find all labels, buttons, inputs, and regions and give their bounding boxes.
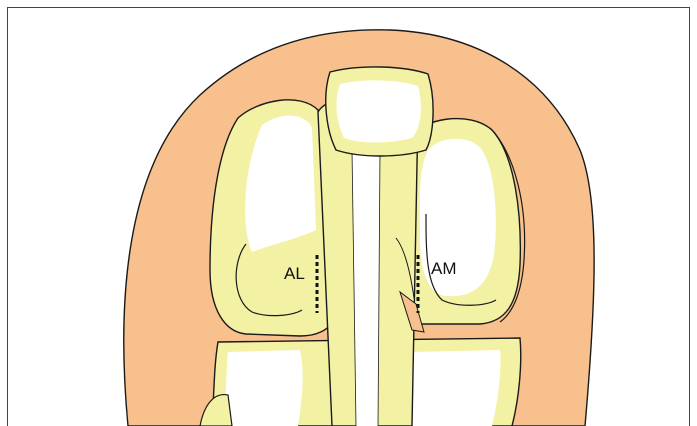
- tibia-right-cartilage: [408, 350, 501, 426]
- intercondylar-shaft-cartilage: [352, 150, 380, 426]
- tibia-left-cartilage: [224, 350, 303, 426]
- al-label: AL: [284, 264, 305, 283]
- patella-articular-surface: [337, 80, 421, 142]
- am-label: AM: [431, 259, 457, 278]
